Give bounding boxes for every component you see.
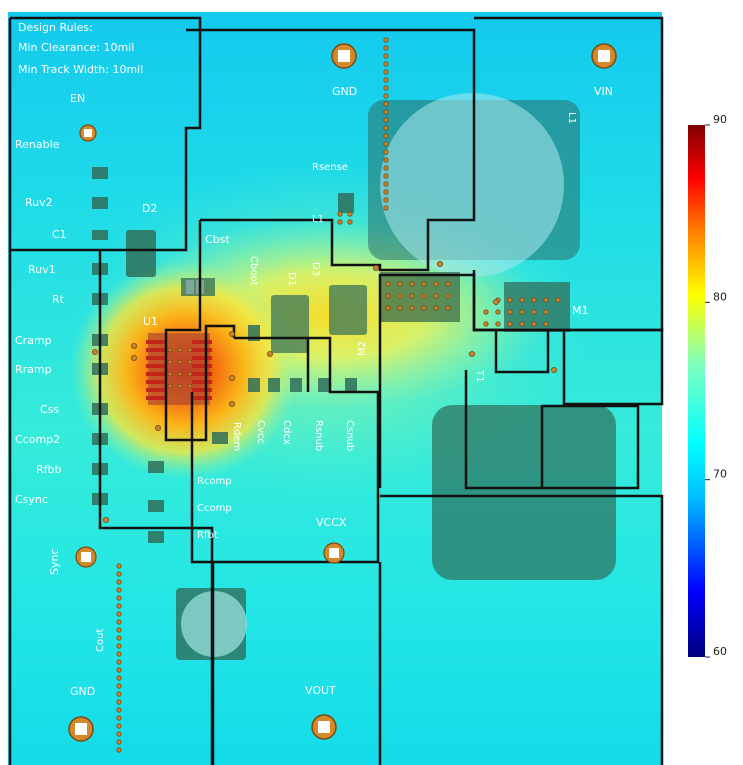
label-ruv2: Ruv2 (25, 196, 53, 209)
label-cboot: Cboot (248, 256, 259, 286)
colorbar-tick-label: 90 (713, 113, 727, 126)
net-outlines (8, 16, 664, 765)
label-rfbt: Rfbt (197, 530, 218, 541)
component-bodies (126, 93, 616, 660)
m1-body (504, 282, 570, 332)
label-l1: L1 (566, 112, 577, 124)
d3-body (329, 285, 367, 335)
colorbar-tick-label: 80 (713, 290, 727, 303)
transformer-t1-body (432, 405, 616, 580)
net-label-gnd-bottom: GND (70, 685, 95, 698)
terminal-sync (75, 546, 97, 568)
net-label-en: EN (70, 92, 85, 105)
colorbar: 90 80 70 60 (688, 113, 727, 658)
u1-pins (146, 340, 212, 400)
net-label-vout: VOUT (305, 684, 336, 697)
design-rules-track-width: Min Track Width: 10mil (18, 63, 143, 76)
net-label-vin: VIN (594, 85, 613, 98)
label-cdcx: Cdcx (281, 420, 292, 445)
label-csnub: Csnub (344, 420, 355, 451)
u1-body (148, 333, 210, 405)
label-rcomp: Rcomp (197, 476, 232, 487)
label-rsnub: Rsnub (313, 420, 324, 451)
label-cramp: Cramp (15, 334, 52, 347)
net-label-vccx: VCCX (316, 516, 347, 529)
label-ruv1: Ruv1 (28, 263, 56, 276)
label-cout: Cout (95, 629, 106, 652)
label-c1: C1 (52, 228, 67, 241)
label-rramp: Rramp (15, 363, 52, 376)
label-d3: D3 (310, 262, 321, 276)
label-m1: M1 (572, 304, 589, 317)
label-l1-small: L1 (312, 214, 324, 225)
label-cbst: Cbst (205, 233, 230, 246)
design-rules-clearance: Min Clearance: 10mil (18, 41, 134, 54)
colorbar-tick-label: 60 (713, 645, 727, 658)
label-cvcc: Cvcc (255, 420, 266, 444)
vias (92, 37, 561, 753)
label-renable: Renable (15, 138, 60, 151)
terminal-vin (591, 43, 617, 69)
net-label-gnd-top: GND (332, 85, 357, 98)
terminal-vccx (323, 542, 345, 564)
label-css: Css (40, 403, 59, 416)
label-rsense: Rsense (312, 162, 348, 173)
label-rfbb: Rfbb (36, 463, 61, 476)
label-t1: T1 (474, 369, 485, 382)
colorbar-tick-label: 70 (713, 468, 727, 481)
d1-body (271, 295, 309, 353)
terminal-vout (311, 714, 337, 740)
design-rules-title: Design Rules: (18, 21, 93, 34)
terminal-gnd-top (331, 43, 357, 69)
net-label-sync: Sync (48, 548, 61, 575)
label-ccomp2: Ccomp2 (15, 433, 60, 446)
terminal-pads (68, 43, 617, 742)
inductor-l1-circle (380, 93, 564, 277)
colorbar-gradient (688, 125, 705, 657)
rsense-body (338, 193, 354, 213)
label-csync: Csync (15, 493, 48, 506)
d2-body (126, 230, 156, 277)
label-d1: D1 (286, 272, 297, 286)
label-u1: U1 (143, 315, 158, 328)
label-rdem: Rdem (231, 422, 242, 451)
label-d2: D2 (142, 202, 157, 215)
label-rt: Rt (52, 293, 65, 306)
terminal-renable (79, 124, 97, 142)
terminal-gnd-bottom (68, 716, 94, 742)
label-ccomp: Ccomp (197, 503, 232, 514)
label-m2: M2 (357, 341, 368, 356)
